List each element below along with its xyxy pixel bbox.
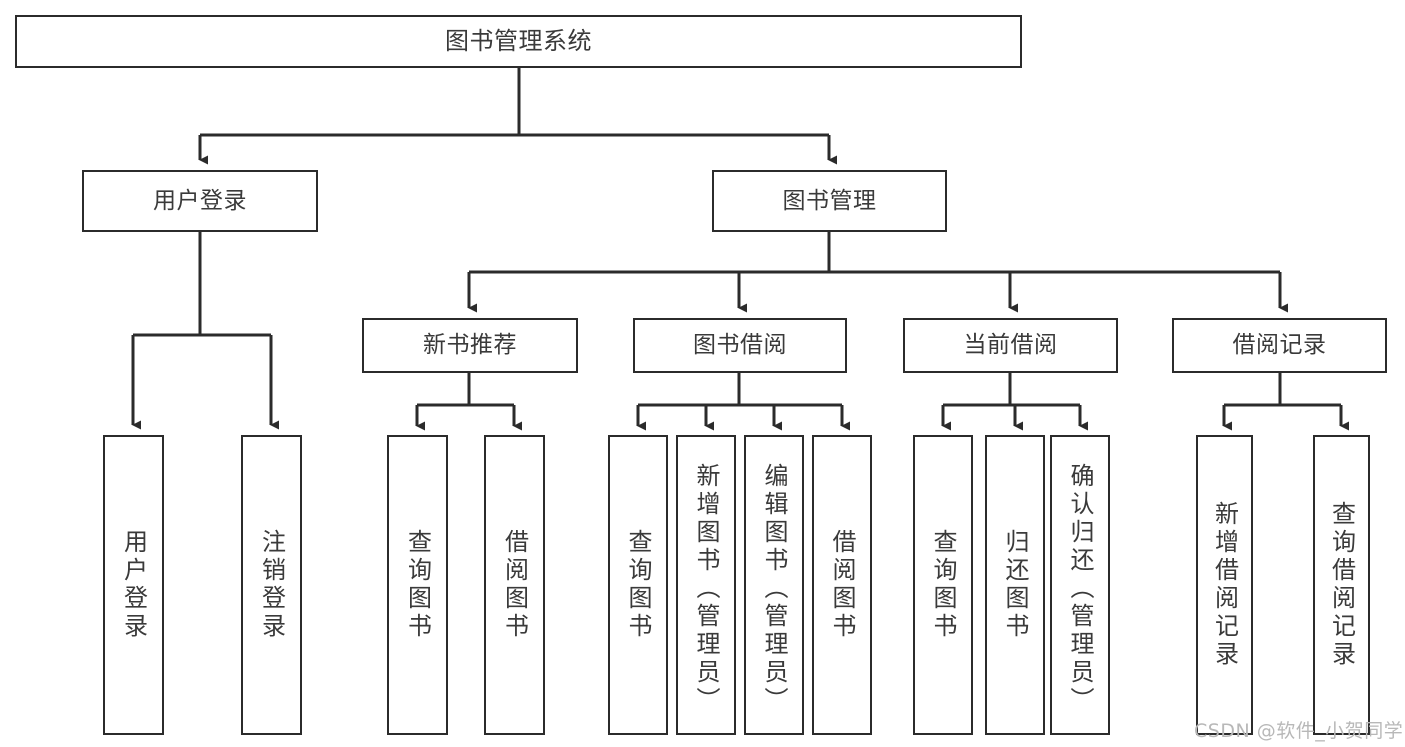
node-root[interactable]: 图书管理系统 (15, 15, 1022, 68)
node-current-borrow-label: 当前借阅 (963, 332, 1058, 359)
node-leaf-query-record[interactable]: 查询借阅记录 (1313, 435, 1370, 735)
node-leaf-user-logout[interactable]: 注销登录 (241, 435, 302, 735)
node-book-borrow[interactable]: 图书借阅 (633, 318, 847, 373)
node-leaf-return-book[interactable]: 归还图书 (985, 435, 1045, 735)
node-book-borrow-label: 图书借阅 (693, 332, 787, 359)
node-leaf-query-book-1-label: 查询图书 (403, 529, 432, 641)
node-leaf-edit-book-label: 编辑图书（管理员） (760, 463, 788, 715)
node-leaf-query-book-1[interactable]: 查询图书 (387, 435, 448, 735)
node-current-borrow[interactable]: 当前借阅 (903, 318, 1118, 373)
node-leaf-add-record[interactable]: 新增借阅记录 (1196, 435, 1253, 735)
node-borrow-record[interactable]: 借阅记录 (1172, 318, 1387, 373)
node-root-label: 图书管理系统 (445, 26, 592, 55)
node-leaf-query-book-3-label: 查询图书 (929, 529, 957, 641)
node-leaf-borrow-book-2-label: 借阅图书 (828, 529, 856, 641)
node-leaf-query-book-3[interactable]: 查询图书 (913, 435, 973, 735)
node-user-login[interactable]: 用户登录 (82, 170, 318, 232)
node-leaf-add-record-label: 新增借阅记录 (1210, 501, 1239, 669)
node-leaf-confirm-return-label: 确认归还（管理员） (1066, 463, 1094, 715)
node-user-login-label: 用户登录 (153, 187, 247, 214)
node-new-book-recommend-label: 新书推荐 (423, 332, 517, 359)
node-leaf-user-login[interactable]: 用户登录 (103, 435, 164, 735)
csdn-watermark: CSDN @软件_小贺同学 (1194, 720, 1404, 742)
node-leaf-return-book-label: 归还图书 (1001, 529, 1029, 641)
node-leaf-query-record-label: 查询借阅记录 (1327, 501, 1356, 669)
node-book-manage[interactable]: 图书管理 (712, 170, 947, 232)
node-leaf-borrow-book-1-label: 借阅图书 (500, 529, 529, 641)
node-leaf-borrow-book-1[interactable]: 借阅图书 (484, 435, 545, 735)
node-leaf-add-book[interactable]: 新增图书（管理员） (676, 435, 736, 735)
node-leaf-borrow-book-2[interactable]: 借阅图书 (812, 435, 872, 735)
node-leaf-confirm-return[interactable]: 确认归还（管理员） (1050, 435, 1110, 735)
node-leaf-add-book-label: 新增图书（管理员） (692, 463, 720, 715)
node-leaf-edit-book[interactable]: 编辑图书（管理员） (744, 435, 804, 735)
node-leaf-user-login-label: 用户登录 (119, 529, 148, 641)
node-borrow-record-label: 借阅记录 (1232, 332, 1327, 359)
node-book-manage-label: 图书管理 (782, 187, 877, 214)
node-leaf-query-book-2[interactable]: 查询图书 (608, 435, 668, 735)
node-new-book-recommend[interactable]: 新书推荐 (362, 318, 578, 373)
node-leaf-user-logout-label: 注销登录 (257, 529, 286, 641)
node-leaf-query-book-2-label: 查询图书 (624, 529, 652, 641)
